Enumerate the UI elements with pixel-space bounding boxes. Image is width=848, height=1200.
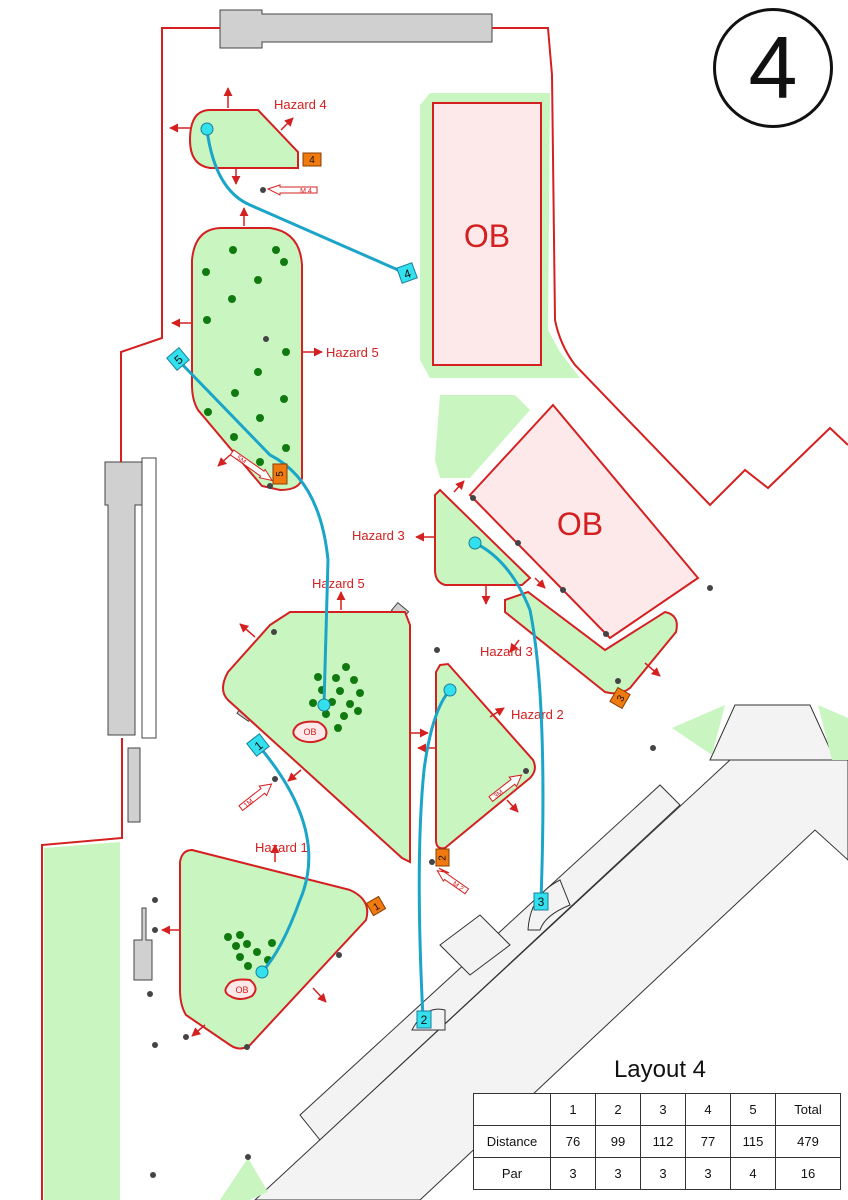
- table-header-cell: [473, 1093, 551, 1126]
- flight-paths: [176, 129, 545, 1019]
- tee-5: 5: [166, 347, 190, 371]
- table-cell: 3: [595, 1157, 641, 1190]
- flag-5: 5: [272, 463, 288, 485]
- basket-4: [200, 122, 214, 136]
- tee-pads: 1 2 3 4 5: [166, 262, 549, 1029]
- table-header-row: 1 2 3 4 5 Total: [473, 1093, 841, 1126]
- tee-label-3: 3: [538, 895, 545, 909]
- tee-4: 4: [396, 262, 418, 284]
- layout-number: 4: [748, 18, 798, 117]
- hole-flags: 1 2 3 4 5: [272, 152, 631, 917]
- ob-island-2: [224, 978, 257, 1000]
- ob-island-1: [292, 720, 328, 744]
- tee-2: 2: [416, 1010, 432, 1029]
- table-header-cell: 3: [640, 1093, 686, 1126]
- ob-label-top: OB: [464, 218, 510, 254]
- table-cell: 3: [640, 1157, 686, 1190]
- tee-1: 1: [246, 733, 270, 757]
- table-header-cell: 5: [730, 1093, 776, 1126]
- table-cell: 112: [640, 1125, 686, 1158]
- hazard-label-5-mid: Hazard 5: [312, 576, 365, 591]
- table-cell: 4: [730, 1157, 776, 1190]
- flag-label-2: 2: [438, 855, 449, 861]
- hazard-label-4: Hazard 4: [274, 97, 327, 112]
- table-cell: 99: [595, 1125, 641, 1158]
- flag-label-4: 4: [309, 155, 315, 166]
- flag-label-5: 5: [275, 471, 286, 477]
- hazard-labels: Hazard 4 Hazard 5 Hazard 3 Hazard 5 Haza…: [255, 97, 564, 855]
- table-row: Par 3 3 3 3 4 16: [473, 1157, 841, 1190]
- table-header-cell: 2: [595, 1093, 641, 1126]
- hazard-label-2: Hazard 2: [511, 707, 564, 722]
- mando-3m: 3M: [488, 774, 523, 803]
- mando-m4: M 4: [266, 184, 318, 196]
- mando-label-1m: 1M: [243, 798, 255, 810]
- tee-label-4: 4: [402, 266, 413, 282]
- table-header-cell: 1: [550, 1093, 596, 1126]
- flag-label-3: 3: [615, 693, 628, 704]
- ob-arrows: [161, 87, 661, 1037]
- row-label: Distance: [473, 1125, 551, 1158]
- hazard-label-3-low: Hazard 3: [480, 644, 533, 659]
- buildings: [104, 9, 493, 981]
- hazard-label-3-left: Hazard 3: [352, 528, 405, 543]
- ob-zones: [432, 102, 700, 640]
- flag-label-1: 1: [372, 901, 383, 914]
- flag-4: 4: [302, 152, 322, 167]
- mando-label-3m: 3M: [493, 789, 505, 801]
- row-label: Par: [473, 1157, 551, 1190]
- table-cell: 3: [685, 1157, 731, 1190]
- layout-title: Layout 4: [613, 1056, 707, 1083]
- basket-5: [317, 698, 331, 712]
- table-header-cell: Total: [775, 1093, 841, 1126]
- mando-m2: M 2: [436, 867, 470, 895]
- ob-island-label-2: OB: [235, 985, 248, 995]
- table-cell: 76: [550, 1125, 596, 1158]
- table-header-cell: 4: [685, 1093, 731, 1126]
- scorecard-table: 1 2 3 4 5 Total Distance 76 99 112 77 11…: [473, 1093, 841, 1190]
- table-cell: 77: [685, 1125, 731, 1158]
- flag-3: 3: [609, 686, 631, 710]
- mando-label-m4: M 4: [300, 188, 312, 195]
- hazard-label-1: Hazard 1: [255, 840, 308, 855]
- mando-5m: 5M: [229, 449, 274, 482]
- basket-2: [443, 683, 457, 697]
- baskets: [200, 122, 482, 979]
- hazard-label-5-right: Hazard 5: [326, 345, 379, 360]
- tee-label-2: 2: [421, 1013, 428, 1027]
- property-boundary: [161, 27, 220, 48]
- tee-3: 3: [533, 892, 549, 911]
- basket-1: [255, 965, 269, 979]
- table-cell: 479: [775, 1125, 841, 1158]
- basket-3: [468, 536, 482, 550]
- layout-number-badge: 4: [713, 8, 833, 128]
- table-cell: 115: [730, 1125, 776, 1158]
- ob-island-label-1: OB: [303, 727, 316, 737]
- mando-markers: M 4 5M 1M 3M M 2: [229, 184, 523, 895]
- flag-2: 2: [435, 848, 450, 867]
- table-row: Distance 76 99 112 77 115 479: [473, 1125, 841, 1158]
- pavement: [254, 704, 848, 1200]
- table-cell: 16: [775, 1157, 841, 1190]
- flag-1: 1: [365, 895, 387, 917]
- table-cell: 3: [550, 1157, 596, 1190]
- mando-label-5m: 5M: [235, 455, 247, 466]
- boundary-line: [41, 27, 848, 1200]
- mando-1m: 1M: [238, 783, 273, 812]
- ob-label-mid: OB: [557, 506, 603, 542]
- posts: [147, 187, 713, 1178]
